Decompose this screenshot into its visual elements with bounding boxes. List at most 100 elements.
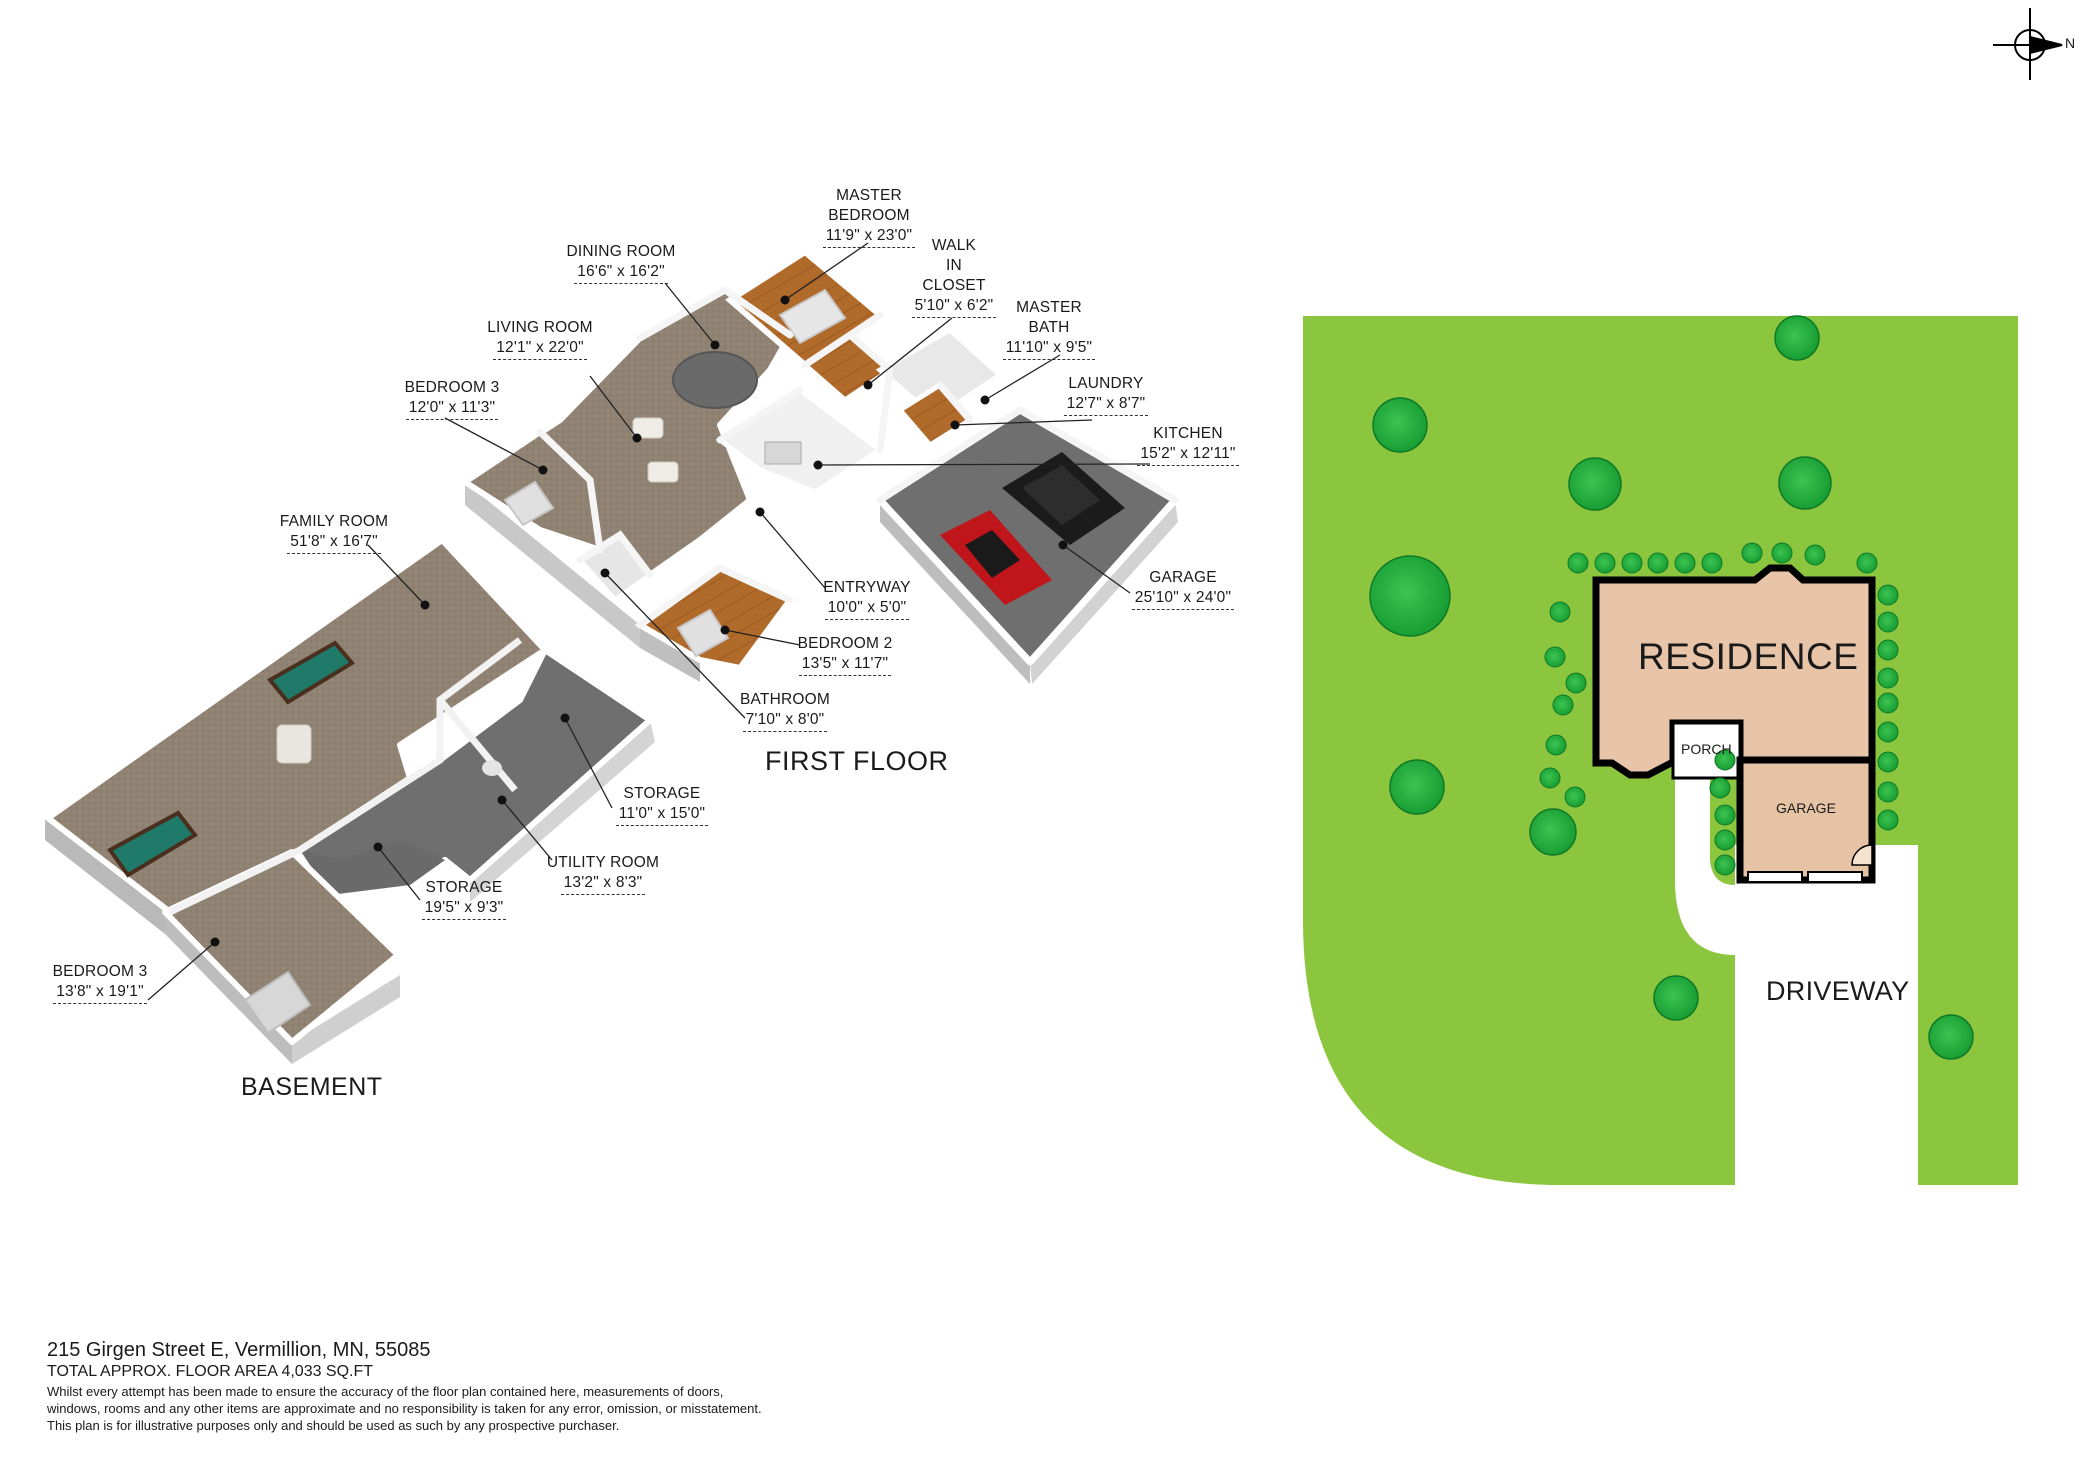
room-label: BEDROOM 3 12'0" x 11'3" [392, 378, 512, 420]
compass-north-label: N [2065, 35, 2076, 51]
room-label: BATHROOM 7'10" x 8'0" [732, 690, 838, 732]
room-name: DINING ROOM [566, 243, 676, 260]
porch-walkway [1675, 778, 1735, 955]
shrub-icon [1741, 542, 1763, 564]
shrub-icon [1621, 552, 1643, 574]
shrub-icon [1594, 552, 1616, 574]
room-name: BATHROOM [739, 691, 830, 708]
total-floor-area: TOTAL APPROX. FLOOR AREA 4,033 SQ.FT [47, 1363, 374, 1380]
shrub-icon [1544, 646, 1566, 668]
room-name: LAUNDRY [1068, 375, 1144, 392]
driveway-area [1735, 845, 1918, 1185]
shrub-icon [1709, 777, 1731, 799]
site-plan [1303, 8, 2063, 1185]
first-floor-wall-side [465, 482, 640, 648]
room-name: STORAGE [425, 879, 503, 896]
shrub-icon [1565, 672, 1587, 694]
disclaimer-line: This plan is for illustrative purposes o… [47, 1418, 620, 1433]
room-name: LIVING ROOM [487, 319, 593, 336]
shrub-icon [1877, 611, 1899, 633]
shrub-icon [1877, 584, 1899, 606]
room-dimensions: 13'2" x 8'3" [560, 873, 646, 895]
disclaimer-line: Whilst every attempt has been made to en… [47, 1384, 724, 1399]
room-label: DINING ROOM 16'6" x 16'2" [545, 242, 697, 284]
red-sports-car [940, 510, 1052, 605]
shrub-icon [1771, 542, 1793, 564]
room-name: MASTER BEDROOM [828, 187, 910, 224]
tree-icon [1774, 315, 1820, 361]
garage-door-2 [1807, 871, 1863, 883]
driveway-label: DRIVEWAY [1766, 976, 1910, 1006]
room-dimensions: 11'0" x 15'0" [615, 804, 709, 826]
room-dimensions: 51'8" x 16'7" [287, 532, 381, 554]
basement-heading: BASEMENT [241, 1073, 383, 1101]
room-dimensions: 16'6" x 16'2" [574, 262, 668, 284]
shrub-icon [1877, 692, 1899, 714]
room-dimensions: 11'9" x 23'0" [822, 226, 916, 248]
shrub-icon [1877, 751, 1899, 773]
shrub-icon [1877, 781, 1899, 803]
room-label: STORAGE 19'5" x 9'3" [414, 878, 514, 920]
room-dimensions: 15'2" x 12'11" [1137, 444, 1239, 466]
sofa [276, 724, 312, 764]
tree-icon [1568, 457, 1622, 511]
garage-door [1747, 871, 1803, 883]
room-label: MASTER BEDROOM 11'9" x 23'0" [780, 186, 958, 248]
porch-label: PORCH [1681, 741, 1732, 757]
room-name: FAMILY ROOM [279, 513, 389, 530]
room-label: BEDROOM 2 13'5" x 11'7" [790, 634, 900, 676]
tree-icon [1778, 456, 1832, 510]
room-name: KITCHEN [1153, 425, 1223, 442]
shrub-icon [1674, 552, 1696, 574]
basement-wall-sides-5 [470, 720, 655, 902]
shrub-icon [1714, 804, 1736, 826]
shrub-icon [1877, 809, 1899, 831]
compass-icon [1993, 8, 2063, 80]
tree-icon [1369, 555, 1451, 637]
shrub-icon [1856, 552, 1878, 574]
basement-wall-sides-3 [165, 912, 292, 1064]
shrub-icon [1701, 552, 1723, 574]
shrub-icon [1877, 721, 1899, 743]
bedroom3-bed [503, 480, 555, 527]
room-label: FAMILY ROOM 51'8" x 16'7" [266, 512, 402, 554]
kitchen-island [764, 441, 802, 465]
room-label: KITCHEN 15'2" x 12'11" [1118, 424, 1258, 466]
shrub-icon [1549, 601, 1571, 623]
shrub-icon [1804, 544, 1826, 566]
basement-wall-sides-2 [45, 818, 165, 934]
first-floor-wall-side-4 [880, 500, 1030, 684]
pool-table-2 [107, 810, 198, 878]
room-dimensions: 19'5" x 9'3" [421, 898, 507, 920]
basement-interior-wall-2 [168, 846, 302, 916]
room-label: LIVING ROOM 12'1" x 22'0" [470, 318, 610, 360]
first-floor-walls [536, 285, 1179, 629]
pool-table [266, 640, 356, 705]
room-dimensions: 13'5" x 11'7" [798, 654, 892, 676]
room-label: WALK IN CLOSET 5'10" x 6'2" [895, 236, 1013, 318]
shrub-icon [1714, 829, 1736, 851]
dining-table [672, 351, 758, 409]
shrub-icon [1877, 639, 1899, 661]
basement-model [45, 537, 655, 1064]
tree-icon [1928, 1014, 1974, 1060]
room-label: UTILITY ROOM 13'2" x 8'3" [540, 853, 666, 895]
disclaimer: Whilst every attempt has been made to en… [47, 1383, 1047, 1434]
black-suv [1002, 452, 1125, 545]
basement-wall-sides-4 [292, 975, 400, 1064]
disclaimer-line: windows, rooms and any other items are a… [47, 1401, 762, 1416]
basement-bed [243, 970, 312, 1035]
living-sofa [632, 417, 664, 439]
water-heater [482, 760, 502, 776]
garage-label: GARAGE [1776, 800, 1836, 816]
leader-lines [147, 242, 1151, 1001]
basement-interior-wall [298, 637, 523, 853]
shrub-icon [1877, 667, 1899, 689]
leader-dots [210, 295, 1068, 947]
footer: 215 Girgen Street E, Vermillion, MN, 550… [47, 1338, 1047, 1434]
tree-icon [1372, 397, 1428, 453]
room-name: WALK IN CLOSET [922, 237, 986, 294]
trees [1369, 315, 1974, 1060]
shrub-icon [1564, 786, 1586, 808]
